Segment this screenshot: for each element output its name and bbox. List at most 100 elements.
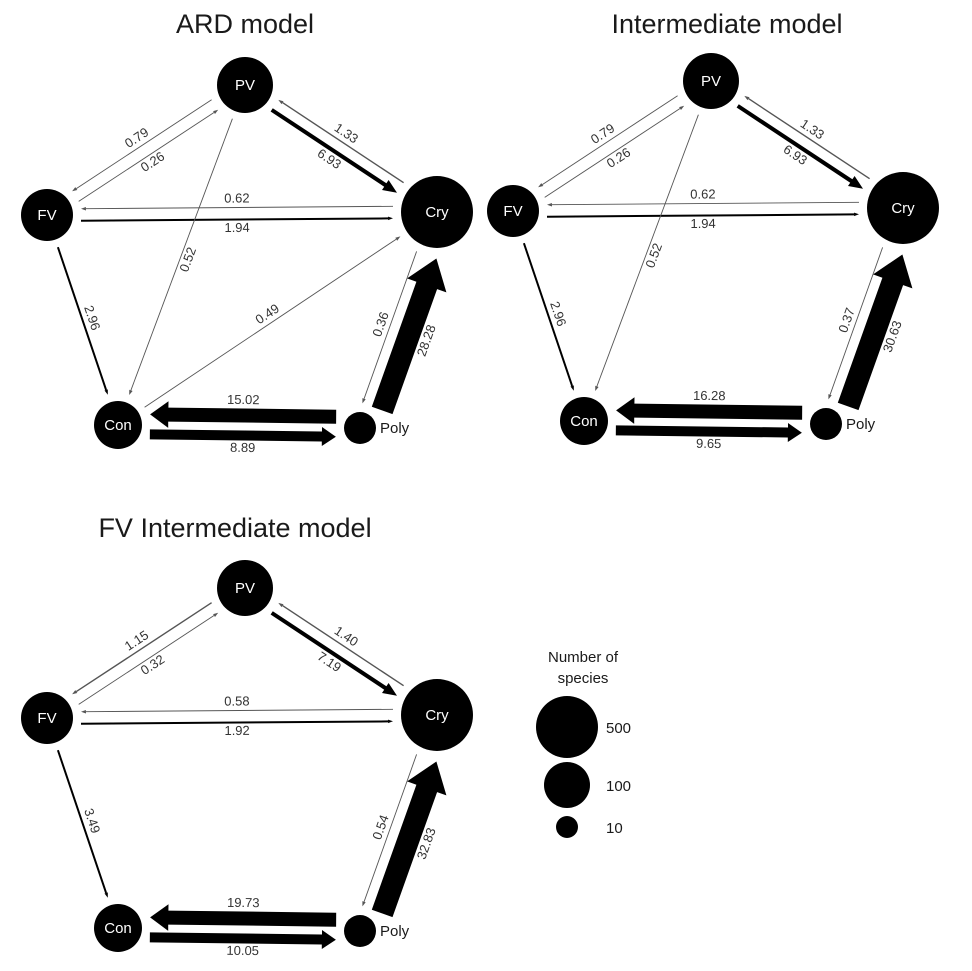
edge-arrow-fv-to-cry xyxy=(80,217,389,222)
edge-rate-label: 7.19 xyxy=(315,648,344,674)
arrowhead xyxy=(547,203,552,207)
edge-rate-label: 0.54 xyxy=(369,813,392,842)
edge-rate-label: 0.32 xyxy=(138,651,167,677)
node-label: Cry xyxy=(891,200,915,217)
arrowhead xyxy=(595,385,599,391)
node-circle xyxy=(401,679,473,751)
arrowhead xyxy=(81,710,86,714)
edge-arrow-fv-to-pv xyxy=(78,112,215,202)
edge-rate-label: 0.36 xyxy=(369,310,392,339)
edge-rate-label: 6.93 xyxy=(315,145,344,171)
node-label: PV xyxy=(701,73,721,90)
node-circle xyxy=(401,176,473,248)
edge-arrow-fv-to-pv xyxy=(78,615,215,705)
legend-label-10: 10 xyxy=(606,820,623,837)
node-label: Cry xyxy=(425,707,449,724)
edge-arrow-con-to-poly xyxy=(615,423,802,442)
edge-arrow-fv-to-pv xyxy=(544,108,681,198)
panel-title: ARD model xyxy=(176,9,314,39)
arrowhead xyxy=(278,602,284,608)
edge-rate-label: 1.94 xyxy=(224,220,249,235)
node-pv: PV xyxy=(683,53,739,109)
arrowhead xyxy=(129,389,133,395)
edge-rate-label: 1.92 xyxy=(224,723,249,738)
edge-arrow-poly-to-cry xyxy=(371,761,447,918)
arrowhead xyxy=(213,612,219,617)
edge-arrow-pv-to-con xyxy=(130,118,233,391)
node-fv: FV xyxy=(487,185,539,237)
edge-rate-label: 1.33 xyxy=(332,120,361,146)
node-circle xyxy=(560,397,608,445)
edge-rate-label: 1.40 xyxy=(332,623,361,649)
legend-title-line1: Number of xyxy=(548,649,619,666)
node-circle xyxy=(683,53,739,109)
legend-circle-500 xyxy=(536,696,598,758)
edge-rate-label: 8.89 xyxy=(230,440,255,455)
node-label: FV xyxy=(37,207,56,224)
arrowhead xyxy=(828,394,832,400)
node-circle xyxy=(21,692,73,744)
edge-arrow-poly-to-cry xyxy=(371,258,447,415)
legend-number-of-species: Number of species 500 100 10 xyxy=(536,649,631,838)
edge-arrow-pv-to-fv xyxy=(75,602,212,693)
arrowhead xyxy=(213,109,219,114)
edge-rate-label: 0.62 xyxy=(224,190,249,205)
node-label: Poly xyxy=(380,923,410,940)
panel-title: FV Intermediate model xyxy=(98,513,371,543)
edge-arrow-poly-to-con xyxy=(150,904,337,931)
edge-arrow-poly-to-con xyxy=(616,397,803,424)
arrowhead xyxy=(81,207,86,211)
edge-rate-label: 0.49 xyxy=(253,301,282,328)
node-poly: Poly xyxy=(810,408,876,440)
edge-arrow-pv-to-fv xyxy=(542,95,678,185)
edge-arrow-fv-to-con xyxy=(56,749,108,894)
edge-arrow-pv-to-cry xyxy=(736,104,863,189)
edge-rate-label: 1.33 xyxy=(798,116,827,142)
edge-rate-label: 1.94 xyxy=(690,216,715,231)
edge-arrow-fv-to-cry xyxy=(80,720,389,725)
node-label: FV xyxy=(503,203,522,220)
panel-ard-model: ARD model 0.790.261.336.930.621.942.960.… xyxy=(21,9,473,455)
edge-arrow-cry-to-pv xyxy=(282,102,404,184)
panel-title: Intermediate model xyxy=(611,9,842,39)
legend-title-line2: species xyxy=(558,670,609,687)
legend-circle-10 xyxy=(556,816,578,838)
legend-circle-100 xyxy=(544,762,590,808)
node-fv: FV xyxy=(21,189,73,241)
node-pv: PV xyxy=(217,57,273,113)
edge-rate-label: 9.65 xyxy=(696,436,721,451)
node-cry: Cry xyxy=(867,172,939,244)
edge-arrow-cry-to-poly xyxy=(363,754,418,902)
edge-arrow-pv-to-con xyxy=(596,114,699,387)
edge-rate-label: 16.28 xyxy=(693,388,726,403)
arrowhead xyxy=(538,183,544,188)
node-circle xyxy=(487,185,539,237)
arrowhead xyxy=(854,212,859,217)
edge-arrow-con-to-poly xyxy=(149,930,336,949)
arrowhead xyxy=(362,901,366,907)
node-label: Poly xyxy=(846,416,876,433)
node-fv: FV xyxy=(21,692,73,744)
edge-rate-label: 19.73 xyxy=(227,895,260,910)
edge-rate-label: 0.58 xyxy=(224,693,249,708)
edge-arrow-cry-to-poly xyxy=(363,251,418,399)
node-circle xyxy=(344,915,376,947)
node-label: Cry xyxy=(425,204,449,221)
arrowhead xyxy=(388,216,393,221)
node-label: FV xyxy=(37,710,56,727)
node-circle xyxy=(94,904,142,952)
edge-rate-label: 1.15 xyxy=(122,627,151,653)
legend-label-100: 100 xyxy=(606,778,631,795)
arrowhead xyxy=(744,95,750,101)
edge-rate-label: 6.93 xyxy=(781,141,810,167)
node-circle xyxy=(810,408,842,440)
node-label: Poly xyxy=(380,420,410,437)
edge-arrow-cry-to-pv xyxy=(282,605,404,687)
edge-rate-label: 0.79 xyxy=(122,124,151,150)
node-label: Con xyxy=(104,920,132,937)
edge-rate-label: 0.37 xyxy=(835,306,858,335)
node-con: Con xyxy=(560,397,608,445)
arrowhead xyxy=(362,398,366,404)
